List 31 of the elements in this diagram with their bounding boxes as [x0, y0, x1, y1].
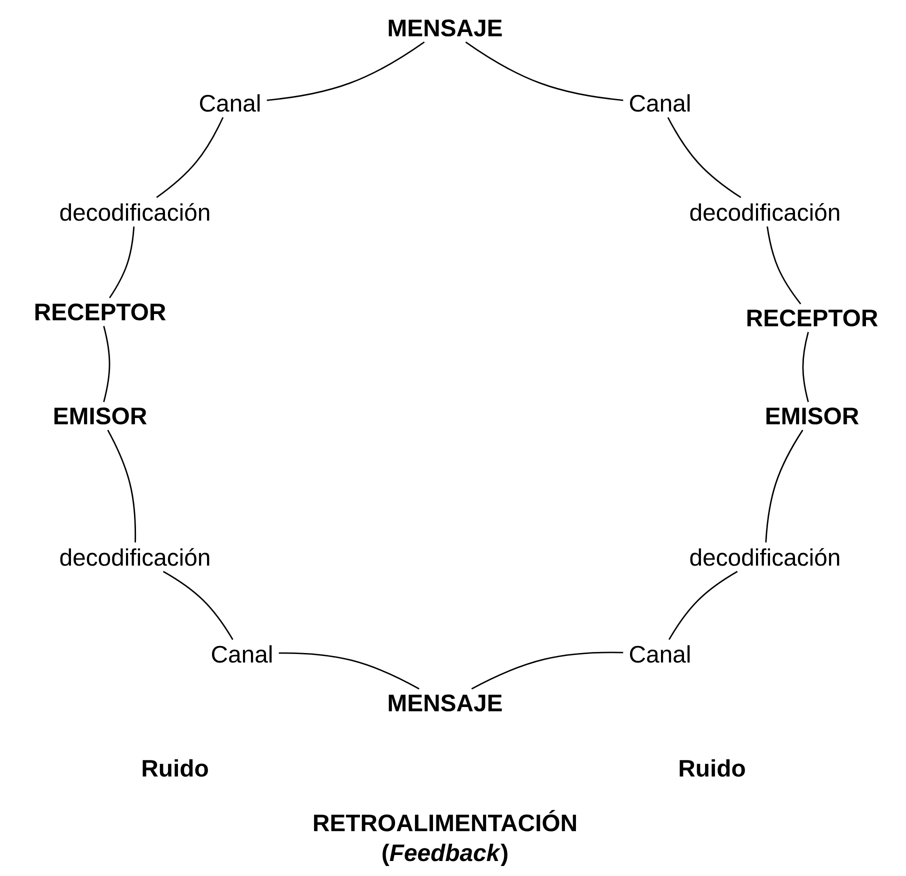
connector-line — [667, 117, 742, 198]
text-label: RECEPTOR — [35, 304, 166, 320]
text-label: Canal — [630, 645, 690, 663]
text-label: EMISOR — [54, 408, 147, 424]
text-label: decodificación — [690, 203, 840, 221]
connector-line — [162, 570, 234, 640]
connector-line — [156, 117, 224, 198]
connector-line — [765, 430, 804, 542]
text-label: decodificación — [60, 203, 210, 221]
connector-line — [109, 226, 135, 298]
connector-line — [107, 430, 136, 542]
text-label: Canal — [630, 94, 690, 112]
text-label: EMISOR — [766, 408, 859, 424]
text-label: Ruido — [680, 759, 745, 777]
connector-line — [465, 42, 624, 101]
text-label: MENSAJE — [388, 20, 502, 36]
text-label: Canal — [212, 645, 272, 663]
connector-line — [668, 570, 738, 640]
text-label: decodificación — [60, 548, 210, 566]
connector-line — [266, 42, 425, 101]
connector-line — [766, 226, 802, 304]
text-label: decodificación — [690, 548, 840, 566]
text-label: RECEPTOR — [747, 310, 878, 326]
connector-line — [278, 652, 420, 690]
text-label: RETROALIMENTACIÓN (Feedback) — [314, 810, 576, 866]
text-label: Canal — [200, 94, 260, 112]
connector-line — [802, 332, 809, 402]
connector-line — [103, 326, 110, 402]
connector-line — [471, 652, 624, 690]
text-label: Ruido — [142, 759, 208, 777]
text-label: MENSAJE — [388, 694, 502, 712]
